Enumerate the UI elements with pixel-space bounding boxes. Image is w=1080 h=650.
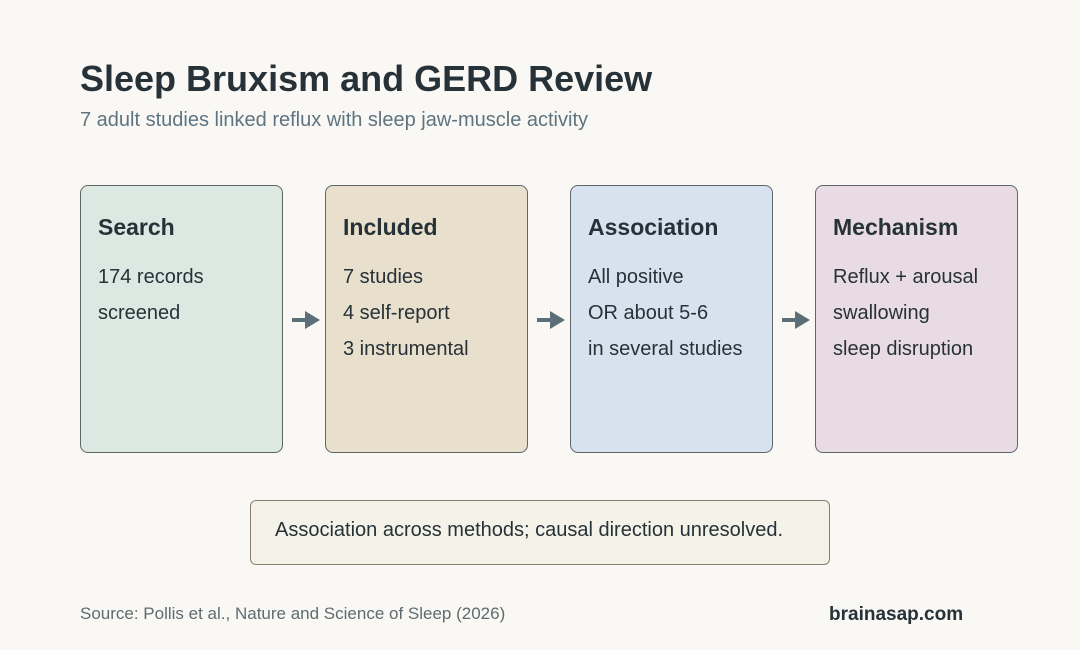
flow-box-line: sleep disruption [833,338,974,360]
flow-arrow-icon [782,311,810,329]
flow-box-title: Search [98,214,175,240]
source-citation: Source: Pollis et al., Nature and Scienc… [80,604,506,623]
flow-box-line: in several studies [588,338,743,360]
flow-box-association: Association All positive OR about 5-6 in… [570,185,773,453]
flow-arrow-icon [537,311,565,329]
brand-link[interactable]: brainasap.com [829,604,964,625]
flow-box-line: OR about 5-6 [588,302,709,324]
page-subtitle: 7 adult studies linked reflux with sleep… [80,109,588,131]
flow-box-title: Association [588,214,719,240]
flow-box-line: swallowing [833,302,930,324]
flow-box-title: Included [343,214,438,240]
flow-box-line: All positive [588,266,684,288]
flow-box-line: 4 self-report [343,302,450,324]
flow-box-line: 174 records [98,266,204,288]
flow-box-included: Included 7 studies 4 self-report 3 instr… [325,185,528,453]
flow-box-mechanism: Mechanism Reflux + arousal swallowing sl… [815,185,1018,453]
flow-box-line: screened [98,302,181,324]
page-title: Sleep Bruxism and GERD Review [80,58,653,99]
flow-arrow-icon [292,311,320,329]
flow-box-line: Reflux + arousal [833,266,979,288]
flow-box-search: Search 174 records screened [80,185,283,453]
flow-box-line: 3 instrumental [343,338,469,360]
conclusion-note: Association across methods; causal direc… [250,500,830,565]
flow-box-line: 7 studies [343,266,424,288]
flow-box-title: Mechanism [833,214,959,240]
